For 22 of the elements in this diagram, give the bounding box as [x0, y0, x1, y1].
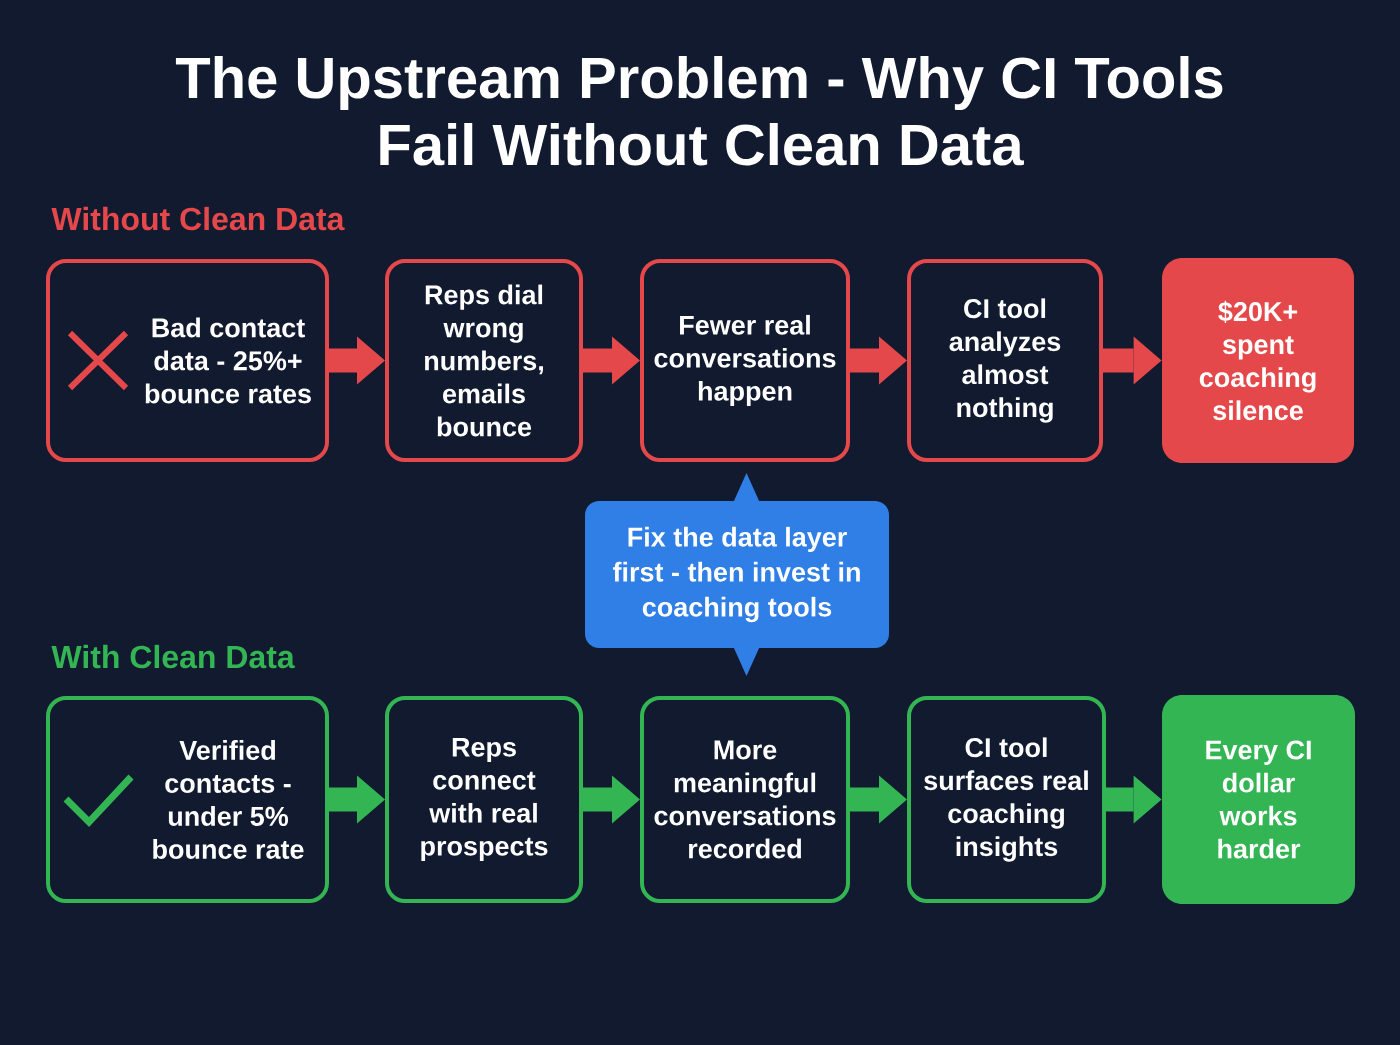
title: The Upstream Problem - Why CI Tools Fail Without Clean Data [175, 55, 1223, 166]
step-box: Reps dial wrong numbers, emails bounce [385, 259, 583, 462]
step-box: Verified contacts - under 5% bounce rate [46, 696, 329, 903]
step-box: Reps connect with real prospects [385, 696, 583, 903]
block-arrow [850, 336, 907, 385]
outcome-box: $20K+ spent coaching silence [1162, 258, 1354, 463]
block-arrow [1106, 775, 1162, 824]
callout-box: Fix the data layer first - then invest in coaching tools [585, 473, 889, 676]
step-box: CI tool surfaces real coaching insights [907, 696, 1106, 903]
block-arrow [583, 336, 640, 385]
outcome-box: Every CI dollar works harder [1162, 695, 1355, 904]
block-arrow [583, 775, 640, 824]
block-arrow [329, 336, 385, 385]
block-arrow [1103, 336, 1162, 385]
step-box: Bad contact data - 25%+ bounce rates [46, 259, 329, 462]
section-heading: Without Clean Data [51, 206, 345, 231]
block-arrow [329, 775, 385, 824]
step-box: CI tool analyzes almost nothing [907, 259, 1103, 462]
block-arrow [850, 775, 907, 824]
step-box: More meaningful conversations recorded [640, 696, 850, 903]
section-heading: With Clean Data [51, 644, 295, 669]
step-box: Fewer real conversations happen [640, 259, 850, 462]
